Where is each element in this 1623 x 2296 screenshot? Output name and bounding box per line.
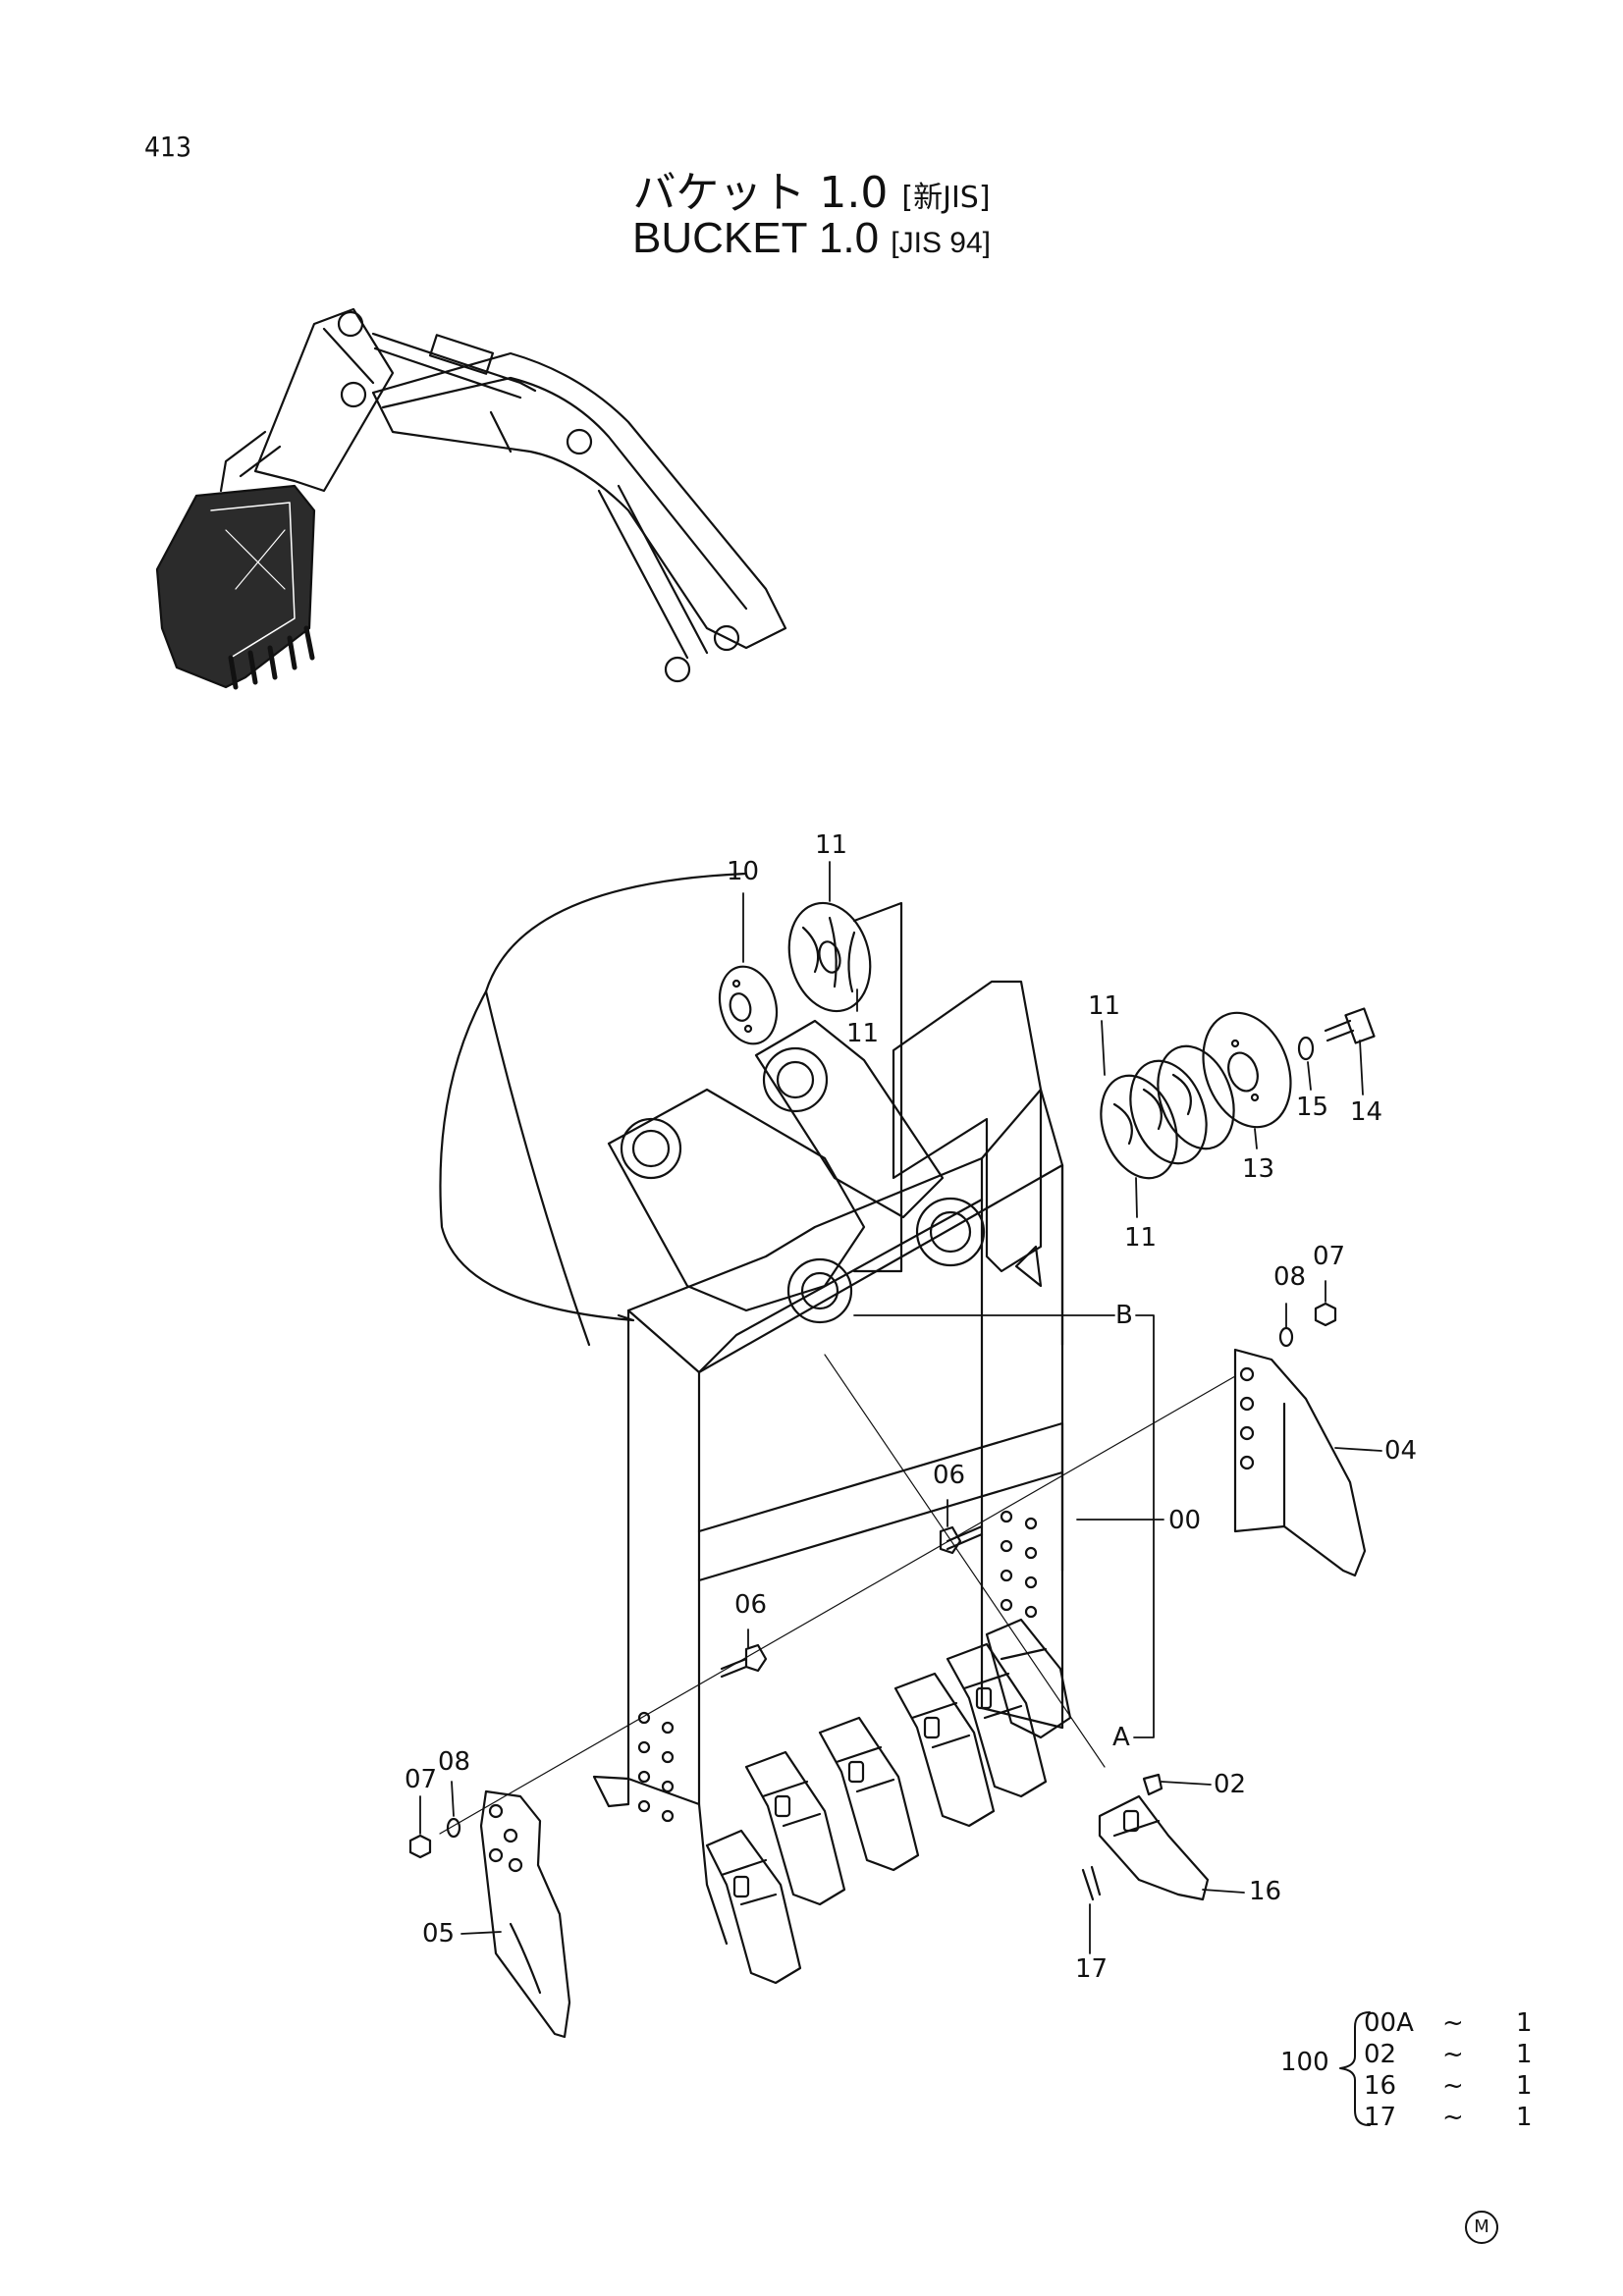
bolt-06-lower <box>720 1643 768 1679</box>
callout-07-right: 07 <box>1313 1242 1346 1271</box>
callout-06-lower: 06 <box>734 1590 768 1620</box>
leader-lines <box>419 861 1382 1954</box>
side-cutter-04 <box>1233 1348 1367 1577</box>
callout-A: A <box>1112 1723 1130 1752</box>
bolt-14 <box>1324 1007 1376 1044</box>
callout-11-right-lower: 11 <box>1124 1223 1158 1253</box>
callout-08-left: 08 <box>438 1747 471 1777</box>
title-en-standard: [JIS 94] <box>891 227 992 259</box>
callout-05: 05 <box>422 1919 456 1949</box>
spring-washer-15 <box>1297 1036 1315 1061</box>
callout-13: 13 <box>1242 1154 1275 1184</box>
kit-item-qty: 1 <box>1516 2103 1533 2132</box>
callout-14: 14 <box>1350 1097 1383 1127</box>
callout-B: B <box>1115 1301 1133 1330</box>
kit-item-code: 00A <box>1364 2008 1414 2038</box>
kit-item-code: 17 <box>1364 2103 1397 2132</box>
callout-08-right: 08 <box>1273 1262 1307 1292</box>
bucket-teeth <box>705 1618 1072 1985</box>
kit-assembly-number: 100 <box>1280 2048 1329 2077</box>
side-cutter-05 <box>479 1789 571 2039</box>
kit-item-tilde: ~ <box>1442 2040 1464 2069</box>
lock-02 <box>1142 1773 1163 1796</box>
bucket-assembly <box>439 872 1064 1946</box>
kit-item-code: 02 <box>1364 2040 1397 2069</box>
circled-m-mark: M <box>1465 2211 1498 2244</box>
callout-06-upper: 06 <box>933 1461 966 1490</box>
leader-line-shims-top <box>852 901 903 1273</box>
title-en-text: BUCKET 1.0 <box>631 214 880 262</box>
washer-08-left <box>446 1817 461 1839</box>
callout-16: 16 <box>1249 1877 1282 1906</box>
callout-11-right: 11 <box>1088 991 1121 1021</box>
callout-17: 17 <box>1075 1954 1109 1984</box>
callout-10: 10 <box>727 857 760 886</box>
title-english: BUCKET 1.0 [JIS 94] <box>0 214 1623 263</box>
shim-washer-10 <box>718 965 779 1045</box>
kit-item-code: 16 <box>1364 2071 1397 2101</box>
callout-07-left: 07 <box>405 1765 438 1794</box>
title-jp-standard: [新JIS] <box>901 181 991 215</box>
kit-item-qty: 1 <box>1516 2071 1533 2101</box>
callout-02: 02 <box>1214 1770 1247 1799</box>
callout-15: 15 <box>1296 1093 1329 1122</box>
callout-11-top-lower: 11 <box>846 1019 880 1048</box>
kit-item-tilde: ~ <box>1442 2103 1464 2132</box>
title-japanese: バケット 1.0 [新JIS] <box>0 157 1623 220</box>
callout-00: 00 <box>1168 1506 1202 1535</box>
callout-11-top: 11 <box>815 830 848 860</box>
machine-overview-illustration <box>155 307 787 690</box>
nut-07-right <box>1314 1302 1337 1327</box>
nut-07-left <box>408 1834 432 1859</box>
kit-item-qty: 1 <box>1516 2040 1533 2069</box>
title-jp-text: バケット 1.0 <box>632 168 889 218</box>
callout-04: 04 <box>1384 1436 1418 1466</box>
kit-item-tilde: ~ <box>1442 2008 1464 2038</box>
kit-composition: 100 00A ~ 1 02 ~ 1 16 ~ 1 17 ~ 1 <box>1280 1991 1555 2138</box>
washer-13 <box>1202 1011 1292 1129</box>
washer-08-right <box>1278 1326 1294 1348</box>
kit-brace <box>1339 2011 1371 2126</box>
shim-stack-11-right <box>1100 1044 1235 1180</box>
kit-item-tilde: ~ <box>1442 2071 1464 2101</box>
shim-11-top <box>787 901 872 1013</box>
tooth-point-16 <box>1098 1794 1210 1901</box>
pin-17 <box>1081 1865 1102 1901</box>
kit-item-qty: 1 <box>1516 2008 1533 2038</box>
page-number: 413 <box>144 131 192 163</box>
bolt-06-upper <box>939 1524 984 1555</box>
